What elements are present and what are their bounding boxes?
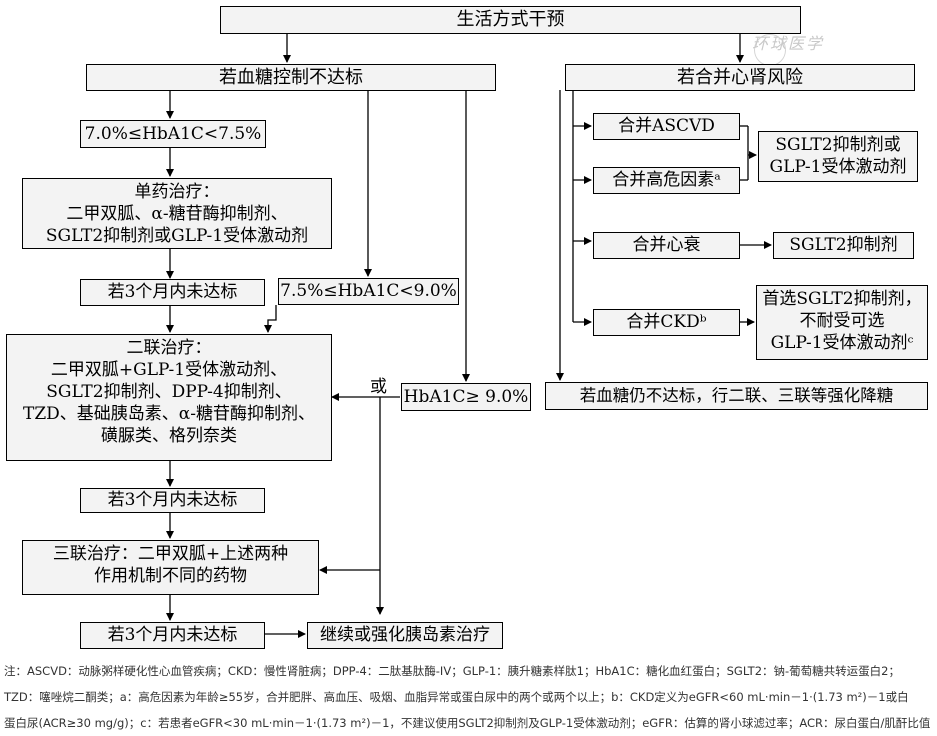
hba1c-mid-box: 7.5%≤HbA1C<9.0% (278, 278, 459, 305)
fail-3-months-box-2: 若3个月内未达标 (80, 488, 265, 513)
monotherapy-title: 单药治疗： (134, 182, 220, 202)
sglt2-or-glp1-line-2: GLP-1受体激动剂 (769, 157, 907, 177)
hba1c-low-box: 7.0%≤HbA1C<7.5% (80, 120, 266, 148)
ckd-treatment-box: 首选SGLT2抑制剂， 不耐受可选 GLP-1受体激动剂ᶜ (756, 285, 928, 360)
triple-therapy-line-1: 三联治疗：二甲双胍+上述两种 (52, 544, 289, 564)
triple-therapy-line-2: 作用机制不同的药物 (94, 566, 247, 586)
heart-failure-box: 合并心衰 (593, 232, 740, 259)
monotherapy-line-2: SGLT2抑制剂或GLP-1受体激动剂 (45, 226, 309, 246)
fail-3-months-box-1: 若3个月内未达标 (80, 279, 265, 306)
triple-therapy-box: 三联治疗：二甲双胍+上述两种 作用机制不同的药物 (22, 540, 319, 595)
dual-therapy-line-2: SGLT2抑制剂、DPP-4抑制剂、 (46, 382, 292, 402)
hba1c-high-box: HbA1C≥ 9.0% (401, 383, 531, 411)
monotherapy-line-1: 二甲双胍、α-糖苷酶抑制剂、 (66, 204, 288, 224)
dual-therapy-box: 二联治疗： 二甲双胍+GLP-1受体激动剂、 SGLT2抑制剂、DPP-4抑制剂… (6, 334, 332, 461)
dual-therapy-line-4: 磺脲类、格列奈类 (101, 426, 237, 446)
footnote-line-1: 注：ASCVD：动脉粥样硬化性心血管疾病；CKD：慢性肾脏病；DPP-4：二肽基… (4, 664, 900, 678)
high-risk-factors-box: 合并高危因素ᵃ (593, 167, 740, 194)
dual-therapy-line-3: TZD、基础胰岛素、α-糖苷酶抑制剂、 (22, 404, 315, 424)
watermark: 环球医学 (752, 34, 825, 53)
footnotes: 注：ASCVD：动脉粥样硬化性心血管疾病；CKD：慢性肾脏病；DPP-4：二肽基… (4, 658, 932, 736)
lifestyle-intervention-box: 生活方式干预 (220, 6, 801, 34)
or-label: 或 (370, 377, 387, 397)
cardiorenal-risk-header: 若合并心肾风险 (565, 64, 915, 91)
insulin-therapy-box: 继续或强化胰岛素治疗 (307, 622, 503, 649)
glucose-uncontrolled-header: 若血糖控制不达标 (86, 64, 496, 91)
dual-therapy-line-1: 二甲双胍+GLP-1受体激动剂、 (50, 360, 288, 380)
ckd-treatment-line-2: 不耐受可选 (799, 311, 885, 331)
sglt2-inhibitor-box: SGLT2抑制剂 (773, 232, 914, 259)
sglt2-or-glp1-box: SGLT2抑制剂或 GLP-1受体激动剂 (758, 131, 918, 182)
still-uncontrolled-box: 若血糖仍不达标，行二联、三联等强化降糖 (545, 382, 928, 410)
fail-3-months-box-3: 若3个月内未达标 (80, 622, 265, 649)
monotherapy-box: 单药治疗： 二甲双胍、α-糖苷酶抑制剂、 SGLT2抑制剂或GLP-1受体激动剂 (22, 178, 332, 249)
ckd-treatment-line-3: GLP-1受体激动剂ᶜ (770, 333, 914, 353)
ckd-box: 合并CKDᵇ (593, 309, 740, 336)
ckd-treatment-line-1: 首选SGLT2抑制剂， (762, 289, 922, 309)
dual-therapy-title: 二联治疗： (126, 338, 212, 358)
sglt2-or-glp1-line-1: SGLT2抑制剂或 (775, 135, 901, 155)
ascvd-box: 合并ASCVD (593, 113, 740, 140)
footnote-line-3: 蛋白尿(ACR≥30 mg/g)；c：若患者eGFR<30 mL·min－1·(… (4, 716, 931, 730)
footnote-line-2: TZD：噻唑烷二酮类；a：高危因素为年龄≥55岁，合并肥胖、高血压、吸烟、血脂异… (4, 690, 909, 704)
